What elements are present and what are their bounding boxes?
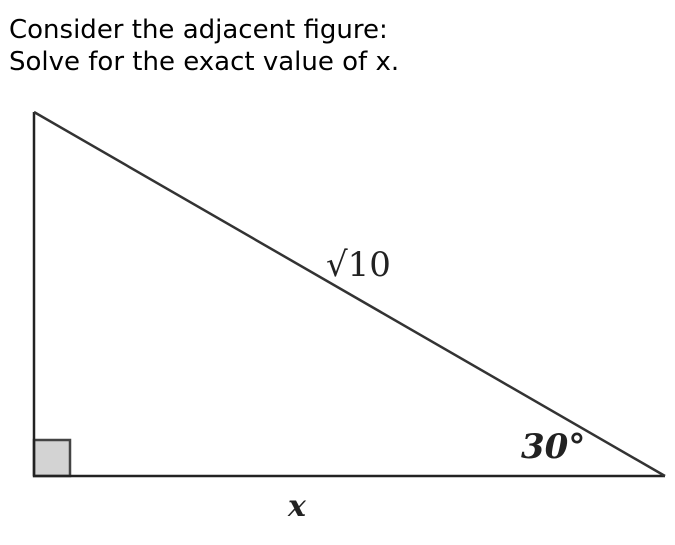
angle-label: 30° xyxy=(521,427,585,467)
hypotenuse xyxy=(33,110,666,478)
problem-prompt: Consider the adjacent figure: Solve for … xyxy=(9,14,399,78)
prompt-line-2: Solve for the exact value of x. xyxy=(9,47,400,77)
base-label: x xyxy=(287,489,307,524)
hypotenuse-label: √10 xyxy=(326,245,391,285)
right-angle-marker xyxy=(32,438,72,478)
prompt-line-1: Consider the adjacent figure: xyxy=(9,15,388,45)
